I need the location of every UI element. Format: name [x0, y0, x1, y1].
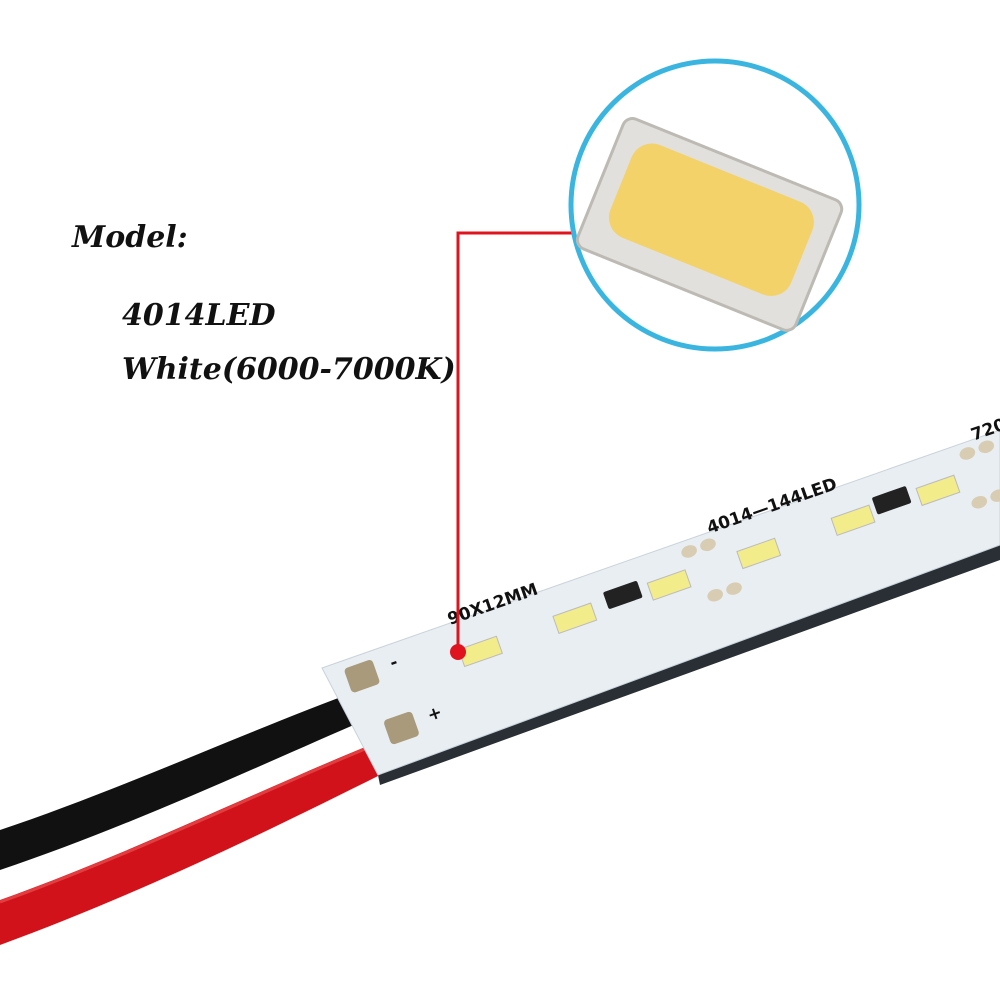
led-strip-pcb: [321, 429, 1000, 776]
led-chip: [552, 602, 598, 634]
positive-marking: +: [425, 702, 445, 726]
color-temperature: White(6000-7000K): [122, 352, 456, 387]
led-type: 4014LED: [122, 298, 276, 333]
resistor: [603, 581, 643, 609]
led-phosphor: [608, 143, 814, 297]
resistor: [872, 486, 912, 515]
red-wire: [0, 735, 400, 945]
led-chip: [915, 474, 961, 507]
callout-dot: [450, 644, 466, 660]
model-label: Model:: [72, 220, 188, 255]
solder-pad-positive: [384, 711, 419, 745]
black-wire: [0, 690, 365, 870]
solder-pad-negative: [344, 660, 380, 693]
led-chip: [736, 537, 782, 570]
led-chip: [830, 504, 876, 536]
led-chip: [646, 569, 692, 601]
led-closeup-magnifier: [568, 58, 862, 352]
strip-edge: [378, 545, 1000, 785]
callout-line: [456, 231, 572, 652]
